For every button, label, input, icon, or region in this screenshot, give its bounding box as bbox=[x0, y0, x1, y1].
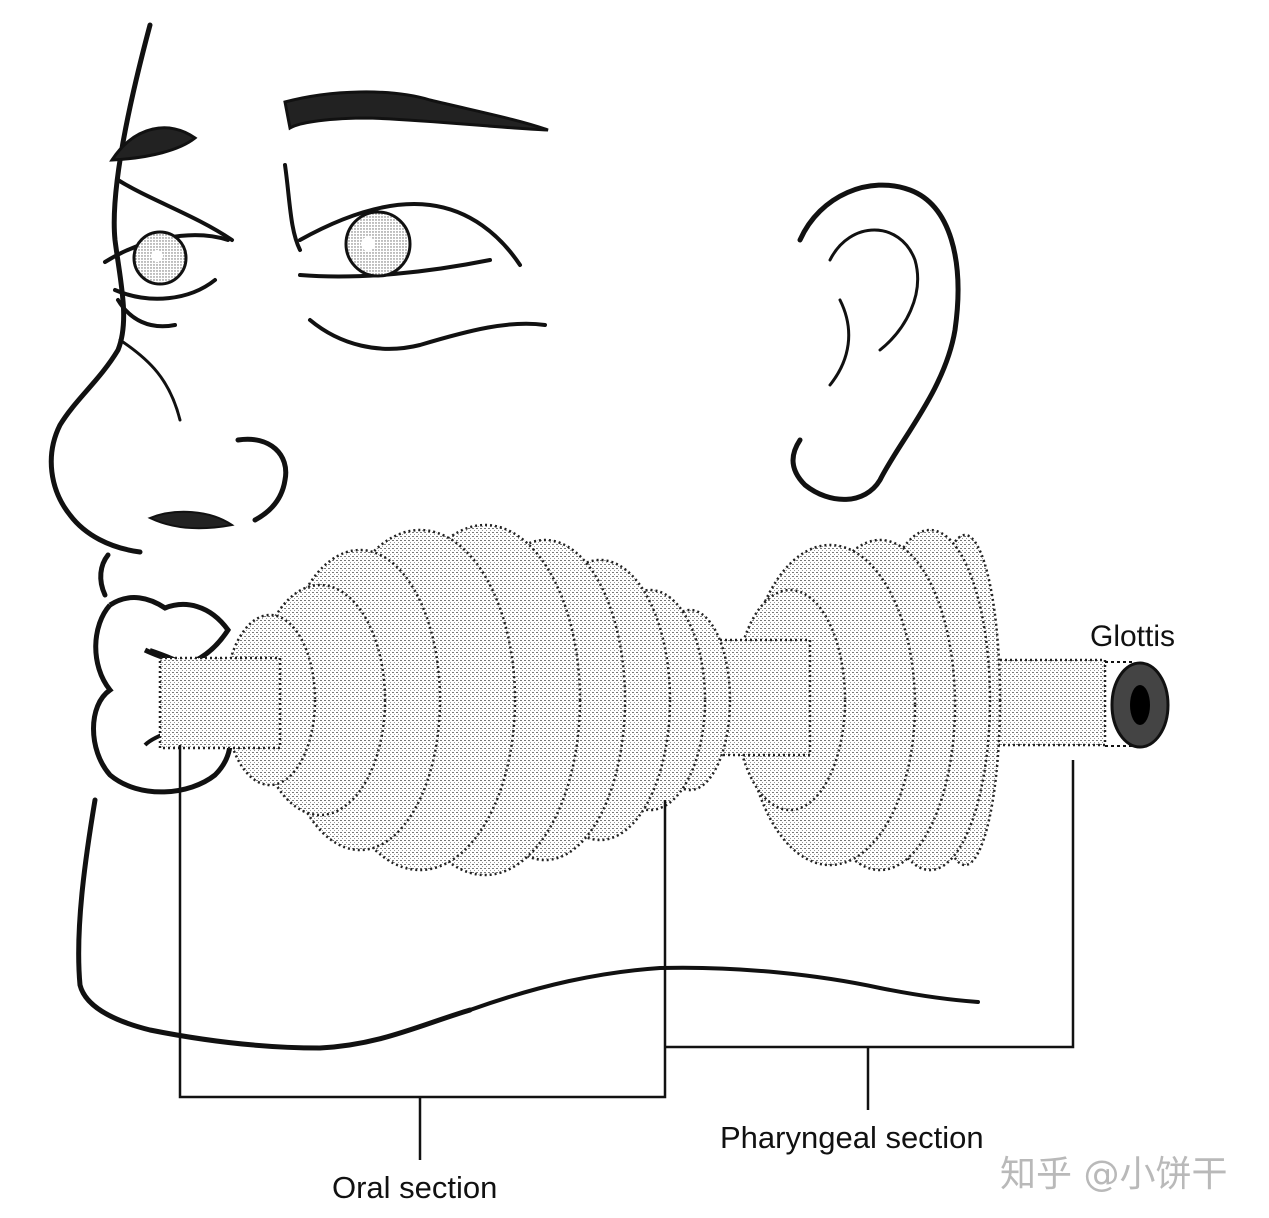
eyebrows bbox=[109, 90, 549, 162]
vocal-tract-tube bbox=[158, 523, 1107, 877]
eyes bbox=[103, 163, 547, 351]
lips bbox=[91, 510, 235, 795]
watermark: 知乎 @小饼干 bbox=[1000, 1154, 1228, 1195]
pharyngeal-section-label: Pharyngeal section bbox=[720, 1120, 984, 1155]
glottis-label: Glottis bbox=[1090, 620, 1176, 653]
glottis-cap bbox=[1105, 661, 1170, 749]
ear bbox=[790, 182, 961, 502]
right-iris-icon bbox=[344, 210, 412, 278]
right-eyebrow bbox=[283, 90, 549, 132]
oral-section-label: Oral section bbox=[332, 1170, 498, 1205]
left-eyebrow bbox=[109, 126, 198, 162]
pharyngeal-bracket bbox=[665, 760, 1075, 1049]
oral-bracket bbox=[178, 745, 667, 1099]
section-brackets bbox=[178, 745, 1075, 1160]
face-outline bbox=[48, 22, 980, 1051]
